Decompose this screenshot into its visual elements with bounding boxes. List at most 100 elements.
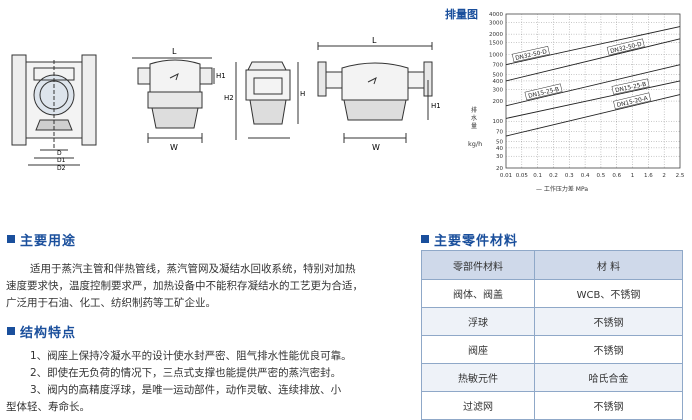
chart-x-tick-label: 0.5 xyxy=(597,173,606,179)
chart-series-label-group: DN32-50-D xyxy=(511,46,550,63)
usage-line: 速度要求快，温度控制要求严，加热设备中不能积存凝结水的工艺更为合适， xyxy=(6,280,363,292)
chart-y-label-part: 排 xyxy=(471,106,477,114)
table-row: 热敏元件 哈氏合金 xyxy=(421,363,683,392)
chart-y-tick-label: 70 xyxy=(496,130,503,136)
material-cell: 哈氏合金 xyxy=(534,363,683,392)
chart-y-tick-label: 400 xyxy=(493,79,504,85)
table-header-row: 零部件材料 材 料 xyxy=(421,250,683,280)
usage-heading: 主要用途 xyxy=(7,230,77,249)
usage-text: 适用于蒸汽主管和伴热管线，蒸汽管网及凝结水回收系统，特别对加热 速度要求快，温度… xyxy=(6,261,406,312)
dim-label-h: H xyxy=(300,90,305,98)
chart-x-tick-label: 1 xyxy=(631,173,635,179)
chart-x-tick-label: 0.2 xyxy=(549,173,558,179)
chart-x-tick-label: 0.1 xyxy=(533,173,542,179)
dim-label-h2: H2 xyxy=(224,94,234,102)
table-header-cell: 材 料 xyxy=(534,250,683,280)
chart-x-tick-label: 2 xyxy=(662,173,666,179)
dim-label-l: L xyxy=(172,47,177,56)
chart-y-tick-label: 4000 xyxy=(489,12,503,18)
dim-label-d: D xyxy=(57,150,62,157)
dim-label-d2: D2 xyxy=(57,165,66,172)
chart-series-label-box xyxy=(511,46,550,63)
usage-line: 广泛用于石油、化工、纺织制药等工矿企业。 xyxy=(6,297,216,309)
materials-table: 零部件材料 材 料 阀体、阀盖 WCB、不锈钢 浮球 不锈钢 阀座 不锈钢 热敏… xyxy=(421,250,683,420)
chart-series-line xyxy=(505,64,681,107)
chart-x-label: — 工作压力差 MPa xyxy=(536,185,588,193)
feature-line: 型体轻、寿命长。 xyxy=(6,401,90,413)
chart-y-tick-label: 50 xyxy=(496,139,503,145)
chart-x-tick-label: 0.05 xyxy=(516,173,529,179)
chart-series-line xyxy=(505,38,681,82)
chart-series-label-group: DN15-25-B xyxy=(524,83,563,101)
section-view xyxy=(11,54,97,166)
chart-y-tick-label: 30 xyxy=(496,154,503,160)
table-row: 浮球 不锈钢 xyxy=(421,307,683,336)
chart-y-tick-label: 1000 xyxy=(489,52,503,58)
chart-frame xyxy=(505,13,681,169)
chart-series-label-box xyxy=(611,78,650,95)
chart-series-line xyxy=(505,26,681,66)
materials-title: 主要零件材料 xyxy=(434,233,519,249)
feature-line: 3、阀内的高精度浮球，是唯一运动部件，动作灵敏、连续排放、小 xyxy=(30,384,342,396)
chart-y-tick-label: 500 xyxy=(493,72,504,78)
chart-series-label-group: DN15-25-B xyxy=(611,78,650,95)
features-text: 1、阀座上保持冷凝水平的设计使水封严密、阻气排水性能优良可靠。 2、即使在无负荷… xyxy=(6,348,406,416)
chart-title: 排量图 xyxy=(445,7,478,21)
side-view xyxy=(235,61,299,140)
chart-series-label-box xyxy=(606,38,645,56)
dim-label-h1-2: H1 xyxy=(431,102,440,110)
drawings: D D1 D2 L H1 W H2 H xyxy=(11,36,440,172)
chart-y-tick-label: 1500 xyxy=(489,41,503,47)
chart-x-tick-label: 0.3 xyxy=(565,173,574,179)
chart-x-tick-label: 0.6 xyxy=(612,173,621,179)
part-cell: 阀座 xyxy=(421,335,535,364)
table-row: 阀座 不锈钢 xyxy=(421,335,683,364)
usage-line: 适用于蒸汽主管和伴热管线，蒸汽管网及凝结水回收系统，特别对加热 xyxy=(30,263,356,275)
dim-label-d1: D1 xyxy=(57,157,66,164)
features-title: 结构特点 xyxy=(20,325,77,341)
material-cell: WCB、不锈钢 xyxy=(534,279,683,308)
table-row: 阀体、阀盖 WCB、不锈钢 xyxy=(421,279,683,308)
flanged-view xyxy=(317,42,433,143)
feature-line: 2、即使在无负荷的情况下，三点式支撑也能提供严密的蒸汽密封。 xyxy=(30,367,342,379)
table-header-cell: 零部件材料 xyxy=(421,250,535,280)
part-cell: 浮球 xyxy=(421,307,535,336)
chart-y-tick-label: 40 xyxy=(496,146,503,152)
part-cell: 过滤网 xyxy=(421,391,535,420)
chart-x-tick-label: 0.4 xyxy=(581,173,590,179)
table-row: 过滤网 不锈钢 xyxy=(421,391,683,420)
materials-heading: 主要零件材料 xyxy=(421,230,519,249)
heading-bullet-icon xyxy=(7,235,15,243)
chart-y-tick-label: 3000 xyxy=(489,20,503,26)
heading-bullet-icon xyxy=(7,327,15,335)
chart-y-tick-label: 200 xyxy=(493,99,504,105)
chart-y-tick-label: 2000 xyxy=(489,32,503,38)
chart-series-line xyxy=(505,80,681,119)
chart-x-tick-label: 2.5 xyxy=(676,173,685,179)
material-cell: 不锈钢 xyxy=(534,335,683,364)
chart-y-tick-label: 300 xyxy=(493,87,504,93)
chart-y-tick-label: 700 xyxy=(493,63,504,69)
features-heading: 结构特点 xyxy=(7,322,77,341)
usage-title: 主要用途 xyxy=(20,233,77,249)
dim-label-w: W xyxy=(170,143,178,152)
feature-line: 1、阀座上保持冷凝水平的设计使水封严密、阻气排水性能优良可靠。 xyxy=(30,350,352,362)
dim-label-l2: L xyxy=(372,36,377,45)
chart-x-tick-label: 0.01 xyxy=(500,173,512,179)
part-cell: 热敏元件 xyxy=(421,363,535,392)
chart-x-tick-label: 1.6 xyxy=(644,173,653,179)
heading-bullet-icon xyxy=(421,235,429,243)
chart-series-label-group: DN15-20-A xyxy=(613,92,652,110)
chart-series-line xyxy=(505,94,681,137)
chart-series-label-box xyxy=(613,92,652,110)
chart-y-tick-label: 20 xyxy=(496,166,503,172)
chart-y-tick-label: 100 xyxy=(493,119,504,125)
chart-y-label-part: kg/h xyxy=(468,140,482,148)
chart-y-label-part: 量 xyxy=(471,123,477,130)
part-cell: 阀体、阀盖 xyxy=(421,279,535,308)
chart-series-label-box xyxy=(524,83,563,101)
material-cell: 不锈钢 xyxy=(534,307,683,336)
dim-label-w2: W xyxy=(372,143,380,152)
